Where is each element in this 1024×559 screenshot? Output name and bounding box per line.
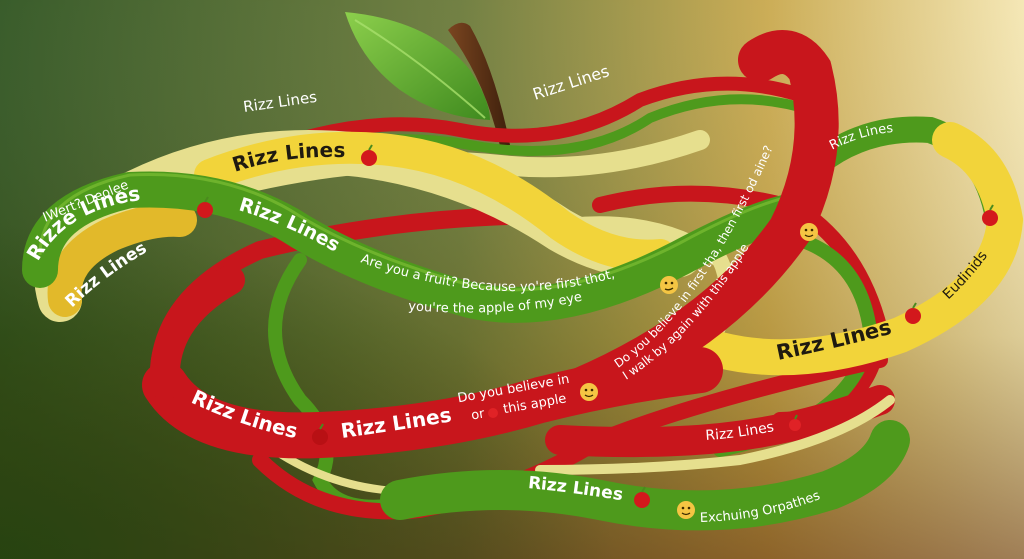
smile-emoji-icon [677,501,695,519]
apple-icon [634,486,650,508]
smile-emoji-icon [800,223,818,241]
apple-icon [789,414,801,431]
ribbon-yellow-left [47,202,197,317]
ribbon-red-front-tail [149,265,245,400]
smirk-emoji-icon [660,276,678,294]
ribbon-yellow-top [194,131,676,272]
apple-icon [905,302,921,324]
apple-leaf-icon [345,12,490,120]
ribbon-red-lower-right [545,385,895,458]
apple-icon [312,423,328,445]
apple-icon [361,144,377,166]
ribbon-yellow-right [702,122,1024,376]
apple-icon [197,196,213,218]
grin-emoji-icon [580,383,598,401]
apple-icon [488,408,498,418]
ribbon-red-front [142,347,723,459]
apple-stem-icon [448,22,510,146]
red-center-line-2: or [470,406,486,423]
ribbon-green-highlight [38,172,801,292]
ribbon-pale-lower [535,395,895,475]
apple-icon [982,204,998,226]
ribbon-green-long [22,171,818,323]
ribbon-red-vertical [558,30,839,412]
